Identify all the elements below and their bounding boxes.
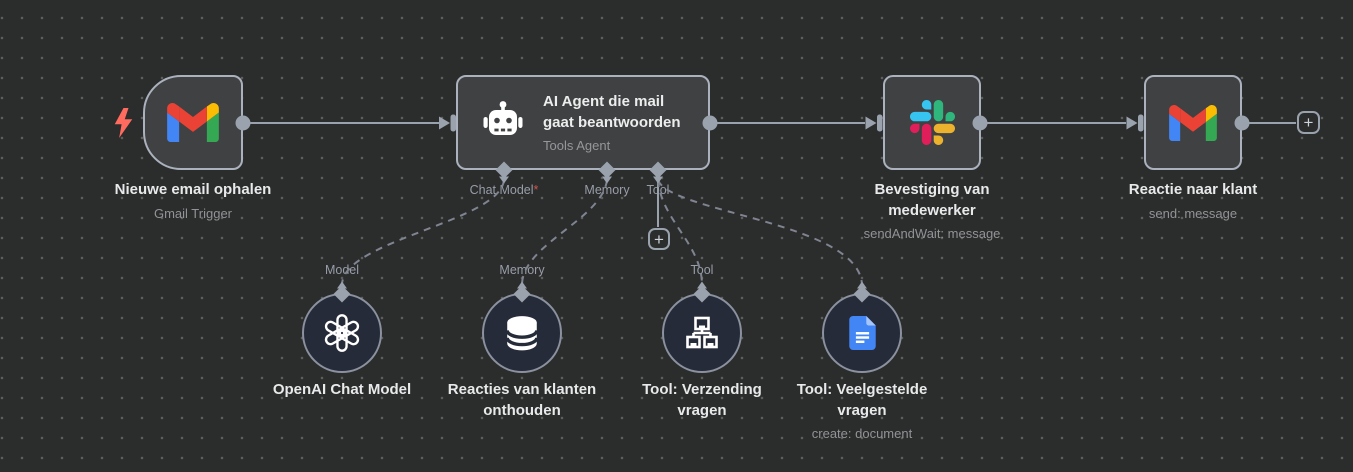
- subnode-openai-chat-model[interactable]: [302, 293, 382, 373]
- input-port-gmail-send: [1126, 114, 1144, 132]
- subnode-label-openai: OpenAI Chat Model: [252, 380, 432, 401]
- subnode-label-tool-verzending: Tool: Verzending vragen: [637, 380, 767, 421]
- node-ai-agent[interactable]: AI Agent die mail gaat beantwoorden Tool…: [456, 75, 710, 170]
- node-gmail-trigger[interactable]: [143, 75, 243, 170]
- lightning-trigger-icon: [114, 108, 133, 138]
- node-subtitle: Gmail Trigger: [153, 205, 233, 221]
- input-port-agent: [439, 114, 456, 132]
- sitemap-icon: [686, 316, 718, 349]
- node-gmail-send[interactable]: [1144, 75, 1242, 170]
- robot-icon: [483, 100, 523, 135]
- node-title: Tool: Verzending vragen: [642, 381, 762, 419]
- node-subtitle: Tools Agent: [543, 137, 611, 153]
- node-title: AI Agent die mail gaat beantwoorden: [543, 93, 681, 131]
- subnode-tool-veelgestelde[interactable]: [822, 293, 902, 373]
- subport-label-tool: Tool: [690, 263, 714, 277]
- add-tool-button[interactable]: +: [648, 228, 670, 250]
- node-title: OpenAI Chat Model: [272, 381, 412, 398]
- slack-icon: [909, 100, 955, 145]
- node-label-gmail-trigger: Nieuwe email ophalen Gmail Trigger: [93, 180, 293, 223]
- gmail-icon: [167, 103, 219, 142]
- node-title: Bevestiging van medewerker: [874, 181, 990, 219]
- node-title: Tool: Veelgestelde vragen: [796, 381, 928, 419]
- node-subtitle: create: document: [811, 426, 913, 442]
- subnode-label-tool-veelgestelde: Tool: Veelgestelde vragen create: docume…: [792, 380, 932, 443]
- subport-label-model: Model: [324, 263, 360, 277]
- subport-label-memory: Memory: [499, 263, 545, 277]
- node-subtitle: send: message: [1148, 205, 1238, 221]
- port-label-chat-model: Chat Model*: [469, 183, 539, 197]
- add-next-node-button[interactable]: +: [1297, 111, 1320, 134]
- node-title: Reactie naar klant: [1128, 181, 1258, 198]
- required-asterisk: *: [533, 183, 539, 197]
- subnode-memory[interactable]: [482, 293, 562, 373]
- port-label-tool: Tool: [646, 183, 670, 197]
- database-icon: [505, 316, 539, 351]
- google-docs-icon: [848, 316, 876, 350]
- input-port-slack: [865, 114, 883, 132]
- node-title: Nieuwe email ophalen: [114, 181, 272, 198]
- node-label-slack: Bevestiging van medewerker sendAndWait: …: [857, 180, 1007, 243]
- subnode-label-memory: Reacties van klanten onthouden: [437, 380, 607, 421]
- node-title: Reacties van klanten onthouden: [447, 381, 597, 419]
- openai-icon: [324, 314, 360, 352]
- node-slack[interactable]: [883, 75, 981, 170]
- node-subtitle: sendAndWait: message: [863, 226, 1001, 242]
- subnode-tool-verzending[interactable]: [662, 293, 742, 373]
- node-label-gmail-send: Reactie naar klant send: message: [1118, 180, 1268, 223]
- gmail-icon: [1169, 104, 1217, 141]
